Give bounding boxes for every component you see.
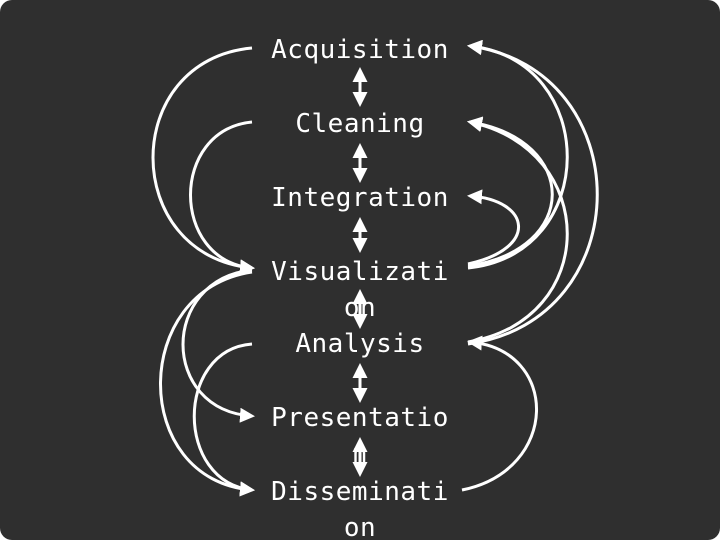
curve-visualization-to-cleaning: [467, 116, 554, 268]
stage-cleaning: Cleaning: [295, 109, 425, 139]
curve-analysis-to-cleaning: [467, 117, 569, 344]
curve-cleaning-to-visualization: [189, 120, 255, 275]
curve-acquisition-to-visualization: [151, 46, 255, 275]
curve-analysis-to-dissemination: [192, 342, 255, 497]
curve-visualization-to-presentation: [181, 268, 255, 423]
curve-dissemination-to-analysis: [461, 335, 538, 492]
stage-analysis: Analysis: [295, 329, 425, 359]
curve-visualization-to-dissemination: [159, 270, 255, 497]
curve-analysis-to-acquisition: [467, 40, 599, 346]
stage-integration: Integration: [271, 183, 449, 213]
curve-visualization-to-integration: [467, 189, 520, 266]
stage-acquisition: Acquisition: [271, 35, 449, 65]
